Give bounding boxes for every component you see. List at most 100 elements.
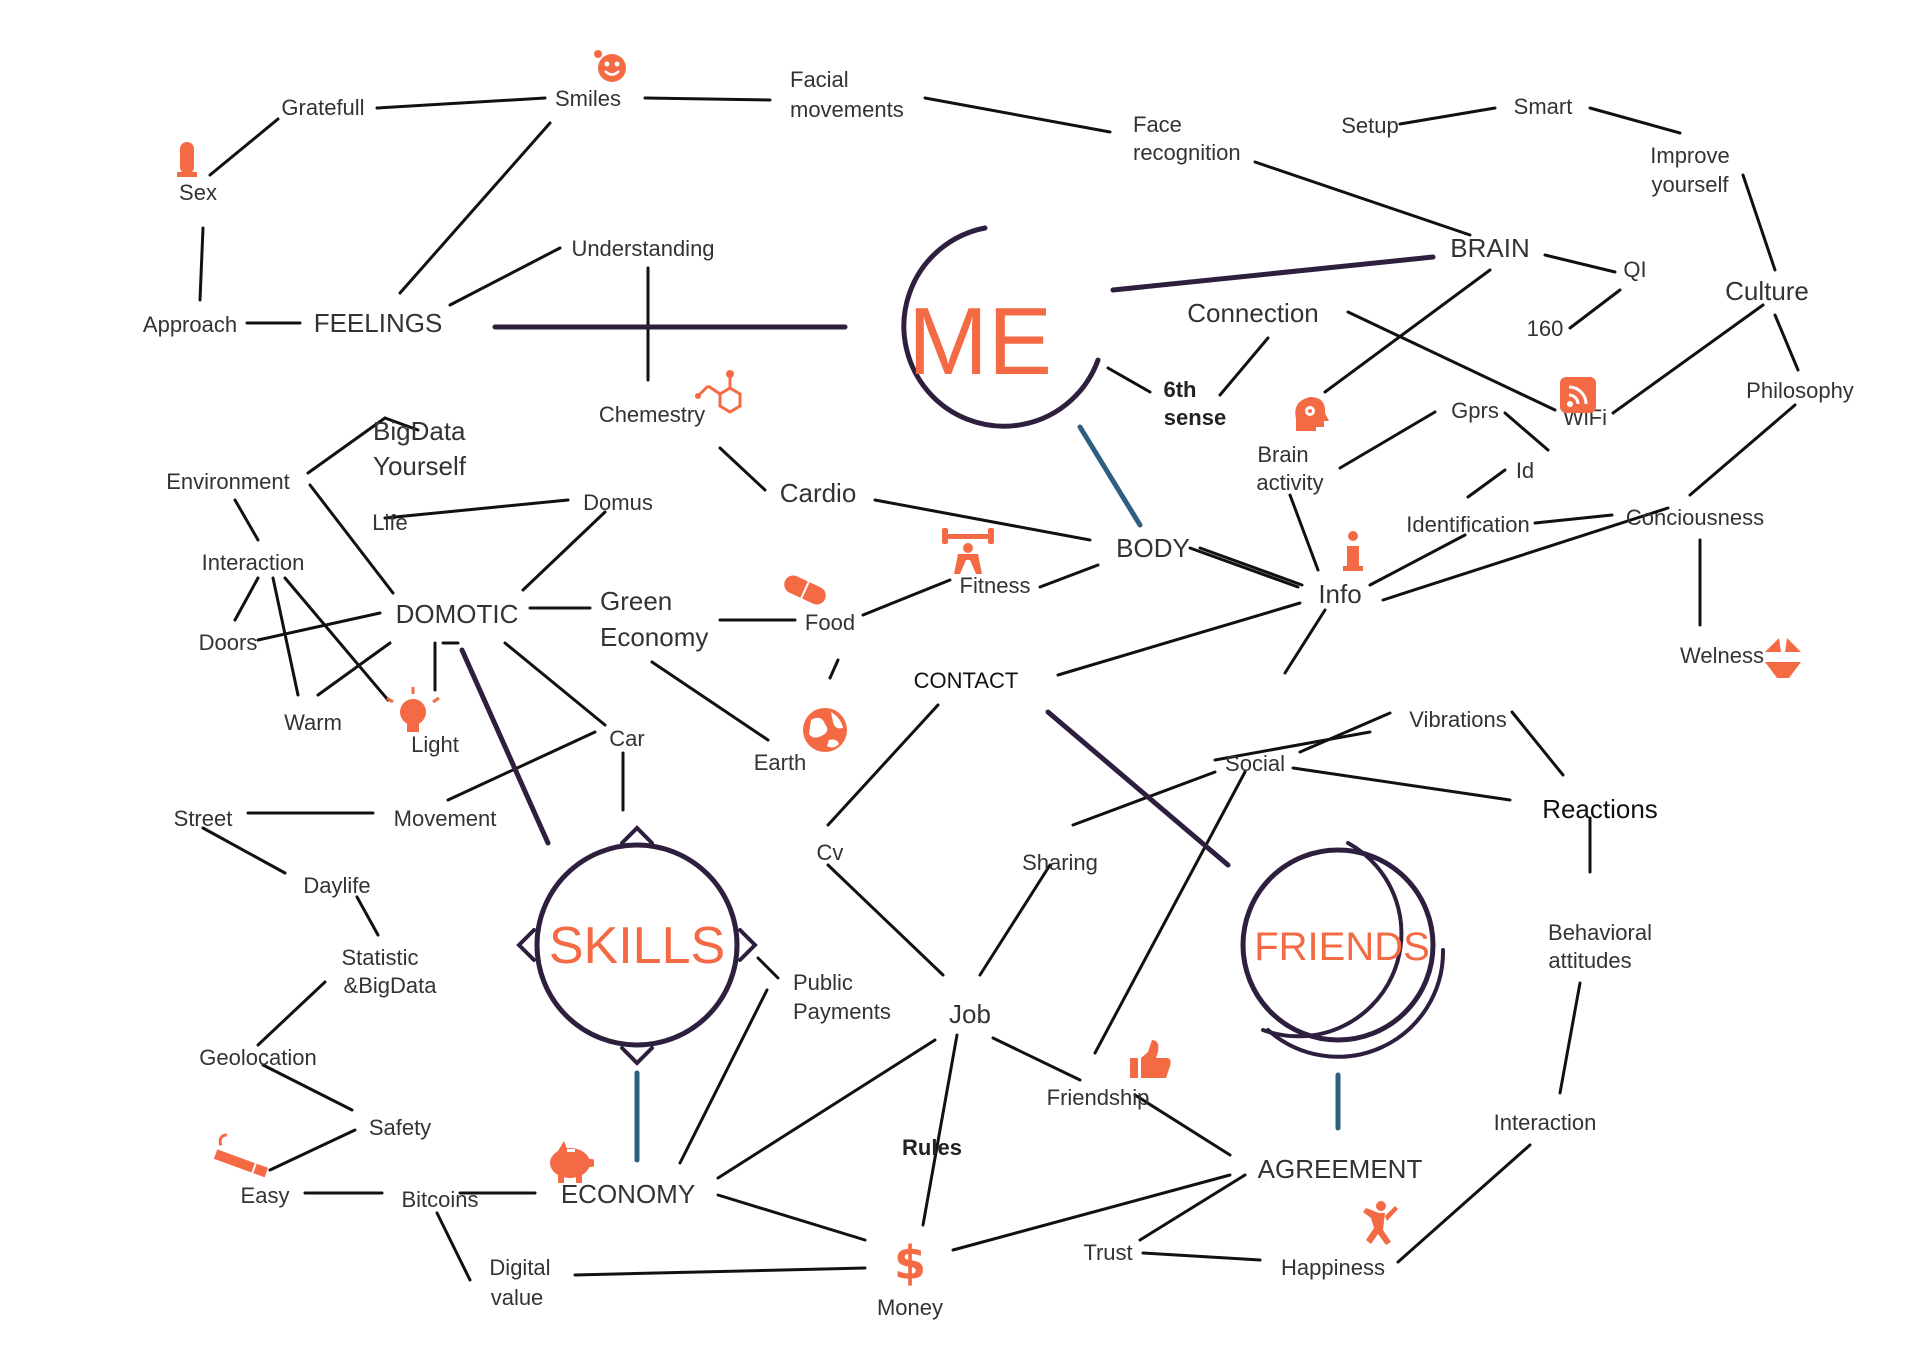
- friends-hub: FRIENDS: [1240, 841, 1446, 1059]
- icons: $: [177, 50, 1801, 1290]
- node-safety: Safety: [369, 1115, 431, 1140]
- node-labels: Gratefull Smiles Facial movements Face r…: [143, 67, 1854, 1320]
- node-grateful: Gratefull: [281, 95, 364, 120]
- node-job: Job: [949, 999, 991, 1029]
- node-behavioral-1: Behavioral: [1548, 920, 1652, 945]
- node-rules: Rules: [902, 1135, 962, 1160]
- me-label: ME: [908, 288, 1052, 395]
- node-behavioral-2: attitudes: [1548, 948, 1631, 973]
- node-digital-2: value: [491, 1285, 544, 1310]
- skills-hub: SKILLS: [516, 825, 758, 1066]
- node-doors: Doors: [199, 630, 258, 655]
- node-interaction-1: Interaction: [202, 550, 305, 575]
- me-hub: ME: [901, 225, 1101, 429]
- skills-label: SKILLS: [549, 917, 725, 975]
- node-cv: Cv: [817, 840, 844, 865]
- node-feelings: FEELINGS: [314, 308, 443, 338]
- node-friendship: Friendship: [1047, 1085, 1150, 1110]
- node-movement: Movement: [394, 806, 497, 831]
- globe-icon: [803, 708, 847, 752]
- node-smart: Smart: [1514, 94, 1573, 119]
- node-easy: Easy: [241, 1183, 290, 1208]
- svg-text:$: $: [894, 1236, 926, 1290]
- node-green-2: Economy: [600, 622, 708, 652]
- node-food: Food: [805, 610, 855, 635]
- molecule-icon: [695, 370, 742, 414]
- node-bitcoins: Bitcoins: [401, 1187, 478, 1212]
- node-street: Street: [174, 806, 233, 831]
- node-gprs: Gprs: [1451, 398, 1499, 423]
- jumping-person-icon: [1363, 1201, 1398, 1245]
- friends-label: FRIENDS: [1254, 925, 1430, 969]
- node-daylife: Daylife: [303, 873, 370, 898]
- node-domotic: DOMOTIC: [396, 599, 519, 629]
- node-sex: Sex: [179, 180, 217, 205]
- node-smiles: Smiles: [555, 86, 621, 111]
- node-connection: Connection: [1187, 298, 1319, 328]
- node-cardio: Cardio: [780, 478, 857, 508]
- node-understanding: Understanding: [571, 236, 714, 261]
- info-icon: [1343, 531, 1363, 571]
- bikini-icon: [1765, 638, 1801, 678]
- node-brain-activity-1: Brain: [1257, 442, 1308, 467]
- node-green-1: Green: [600, 586, 672, 616]
- head-gear-icon: [1295, 397, 1329, 431]
- node-improve-2: yourself: [1651, 172, 1729, 197]
- node-vibrations: Vibrations: [1409, 707, 1506, 732]
- node-brain: BRAIN: [1450, 233, 1529, 263]
- node-public-1: Public: [793, 970, 853, 995]
- node-approach: Approach: [143, 312, 237, 337]
- smile-icon: [594, 50, 626, 82]
- node-agreement: AGREEMENT: [1258, 1154, 1423, 1184]
- major-connectors: [459, 254, 1436, 1163]
- node-facial-2: movements: [790, 97, 904, 122]
- node-face-recognition-1: Face: [1133, 112, 1182, 137]
- node-car: Car: [609, 726, 644, 751]
- cigarette-icon: [213, 1133, 269, 1178]
- node-statistic-1: Statistic: [341, 945, 418, 970]
- node-face-recognition-2: recognition: [1133, 140, 1241, 165]
- node-domus: Domus: [583, 490, 653, 515]
- node-brain-activity-2: activity: [1256, 470, 1323, 495]
- node-160: 160: [1527, 316, 1564, 341]
- node-happiness: Happiness: [1281, 1255, 1385, 1280]
- thumbs-up-icon: [1130, 1040, 1171, 1078]
- node-setup: Setup: [1341, 113, 1399, 138]
- node-statistic-2: &BigData: [344, 973, 438, 998]
- node-earth: Earth: [754, 750, 807, 775]
- wifi-icon: [1560, 377, 1596, 413]
- node-reactions: Reactions: [1542, 794, 1658, 824]
- node-id: Id: [1516, 458, 1534, 483]
- node-public-2: Payments: [793, 999, 891, 1024]
- pill-icon: [784, 575, 826, 605]
- node-fitness: Fitness: [960, 573, 1031, 598]
- node-welness: Welness: [1680, 643, 1764, 668]
- dollar-icon: $: [894, 1236, 926, 1290]
- node-bigdata-2: Yourself: [373, 451, 467, 481]
- node-6th-2: sense: [1164, 405, 1226, 430]
- piggy-bank-icon: [550, 1141, 594, 1183]
- node-social: Social: [1225, 751, 1285, 776]
- node-trust: Trust: [1083, 1240, 1132, 1265]
- node-bigdata-1: BigData: [373, 416, 466, 446]
- node-warm: Warm: [284, 710, 342, 735]
- node-life: Life: [372, 510, 407, 535]
- bulb-icon: [386, 687, 440, 732]
- node-culture: Culture: [1725, 276, 1809, 306]
- node-money: Money: [877, 1295, 943, 1320]
- node-6th-1: 6th: [1164, 377, 1197, 402]
- node-philosophy: Philosophy: [1746, 378, 1854, 403]
- node-economy: ECONOMY: [561, 1179, 695, 1209]
- dumbbell-icon: [942, 528, 994, 574]
- node-environment: Environment: [166, 469, 290, 494]
- node-chemestry: Chemestry: [599, 402, 705, 427]
- node-sharing: Sharing: [1022, 850, 1098, 875]
- node-light: Light: [411, 732, 459, 757]
- node-facial-1: Facial: [790, 67, 849, 92]
- node-identification: Identification: [1406, 512, 1530, 537]
- condom-icon: [177, 142, 197, 177]
- node-qi: QI: [1623, 257, 1646, 282]
- node-info: Info: [1318, 579, 1361, 609]
- node-conciousness: Conciousness: [1626, 505, 1764, 530]
